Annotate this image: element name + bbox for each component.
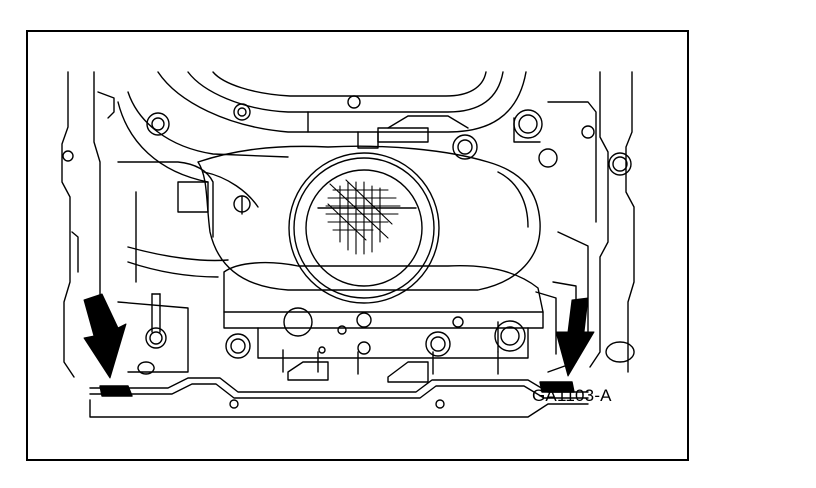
engine-line-drawing (61, 71, 635, 418)
right-sealant-point (539, 381, 575, 393)
lower-pan (223, 261, 544, 383)
pan-flange (89, 361, 589, 418)
pump-crosshatch (325, 179, 401, 255)
right-frame-rail (547, 71, 635, 373)
upper-pipes (117, 71, 527, 183)
figure-frame (26, 30, 689, 461)
sealant-points (99, 381, 575, 397)
figure-id-label: GA1103-A (532, 386, 612, 405)
upper-bolts (146, 95, 595, 168)
lower-bolts (145, 293, 526, 359)
pump-housing (197, 115, 541, 291)
left-sealant-point (99, 385, 133, 397)
left-bracket (117, 161, 259, 283)
pump-pulley (288, 152, 440, 304)
left-arrow-icon (83, 293, 127, 379)
right-arrow-icon (555, 297, 595, 377)
